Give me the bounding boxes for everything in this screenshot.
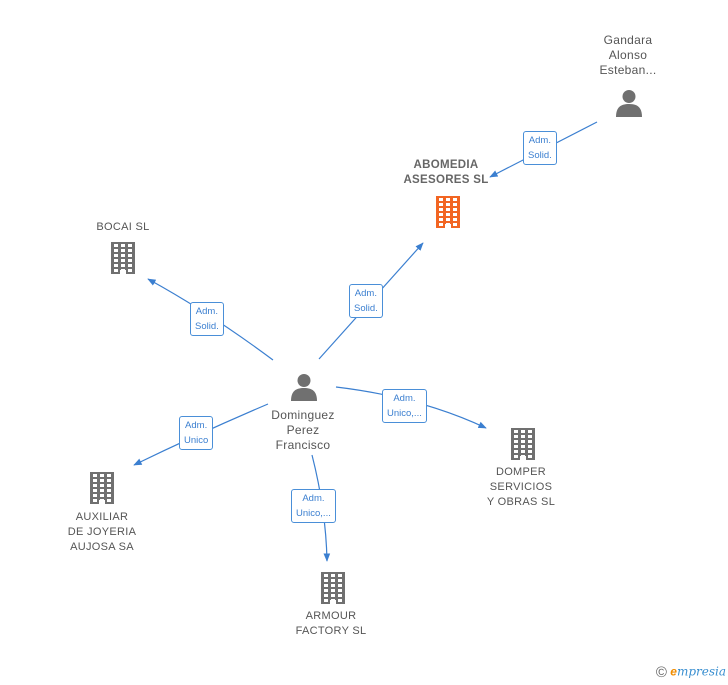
node-label-domper[interactable]: DOMPER SERVICIOS Y OBRAS SL [486,466,556,508]
person-icon[interactable] [289,372,319,402]
building-icon-highlight[interactable] [432,194,464,230]
edge-label-dominguez-armour[interactable]: Adm. Unico,... [291,489,336,523]
copyright-symbol: © [655,664,667,681]
building-icon[interactable] [86,470,118,506]
person-icon[interactable] [614,88,644,118]
edge-label-dominguez-abomedia[interactable]: Adm. Solid. [349,284,383,318]
node-label-dominguez[interactable]: Dominguez Perez Francisco [271,408,335,452]
node-label-armour[interactable]: ARMOUR FACTORY SL [295,610,367,637]
edge-label-dominguez-auxiliar[interactable]: Adm. Unico [179,416,214,450]
node-label-gandara[interactable]: Gandara Alonso Esteban... [599,33,657,77]
edge-label-dominguez-bocai[interactable]: Adm. Solid. [190,302,224,336]
brand-logo-text: mpresia [676,664,726,679]
edge-label-dominguez-domper[interactable]: Adm. Unico,... [382,389,427,423]
brand-logo-initial: e [670,664,677,679]
node-label-auxiliar[interactable]: AUXILIAR DE JOYERIA AUJOSA SA [67,511,137,553]
node-label-bocai[interactable]: BOCAI SL [96,221,150,233]
building-icon[interactable] [317,570,349,606]
node-label-abomedia[interactable]: ABOMEDIA ASESORES SL [403,159,489,186]
edge-label-gandara-abomedia[interactable]: Adm. Solid. [523,131,557,165]
footer-brand: © empresia [656,664,726,681]
building-icon[interactable] [107,240,139,276]
building-icon[interactable] [507,426,539,462]
